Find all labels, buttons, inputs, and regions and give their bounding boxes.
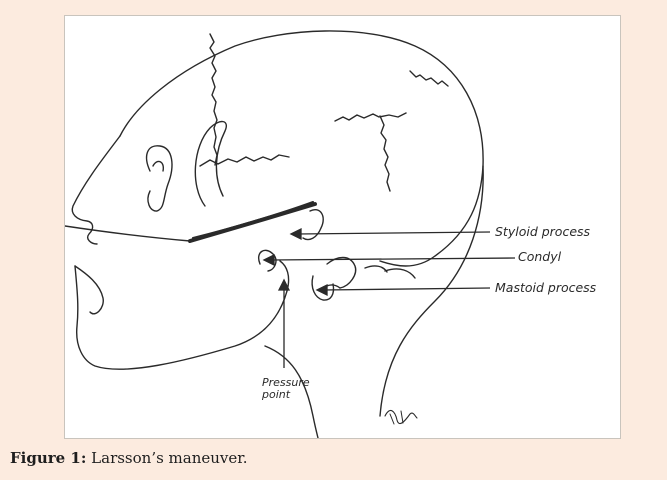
styloid-arrowhead (291, 229, 301, 239)
chin-outline (75, 266, 103, 314)
suture-back (380, 116, 390, 191)
ear-inner (153, 161, 163, 171)
styloid-shape (303, 210, 323, 240)
illustration-frame: Styloid process Condyl Mastoid process P… (64, 15, 621, 439)
condyl-arrowhead (264, 255, 274, 265)
condyl-pointer-line (270, 258, 515, 260)
neck-back-outline (380, 166, 483, 416)
temple-arc (195, 122, 226, 206)
jaw-outline (75, 261, 289, 369)
mastoid-arrowhead (317, 285, 327, 295)
suture-parietal (410, 71, 448, 86)
label-pressure-point: Pressure point (262, 377, 322, 401)
styloid-pointer-line (297, 232, 490, 234)
suture-coronal (210, 34, 217, 165)
pressure-arrowhead (279, 280, 289, 290)
figure-caption: Figure 1: Larsson’s maneuver. (10, 449, 248, 467)
caption-text: Larsson’s maneuver. (86, 449, 247, 467)
label-condyl: Condyl (518, 249, 561, 264)
caption-prefix: Figure 1: (10, 449, 86, 467)
label-mastoid-process: Mastoid process (495, 280, 596, 295)
ear-outline (147, 146, 172, 211)
label-styloid-process: Styloid process (495, 224, 590, 239)
cheek-line (65, 226, 190, 241)
suture-lambdoid (335, 113, 406, 121)
suture-squamosal (200, 155, 289, 166)
mastoid-pointer-line (323, 288, 490, 290)
